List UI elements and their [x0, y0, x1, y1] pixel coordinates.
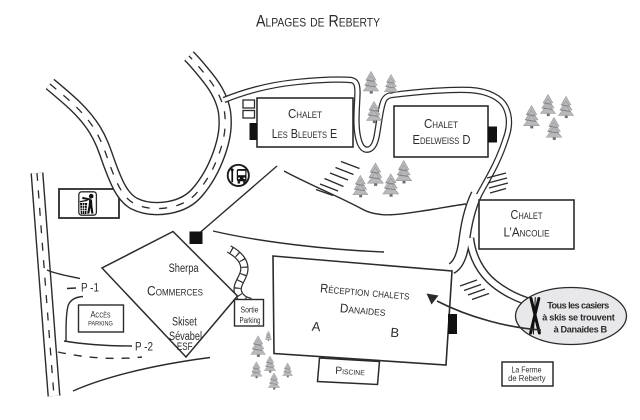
svg-text:Sortie: Sortie: [241, 306, 259, 315]
svg-text:PARKING: PARKING: [88, 321, 113, 328]
svg-text:La Ferme: La Ferme: [512, 364, 542, 374]
svg-text:à skis se trouvent: à skis se trouvent: [542, 313, 615, 323]
svg-text:Piscine: Piscine: [335, 365, 365, 379]
svg-text:Tous les casiers: Tous les casiers: [547, 300, 609, 310]
svg-text:Commerces: Commerces: [147, 284, 203, 299]
svg-text:B: B: [390, 325, 400, 341]
svg-text:Les Bleuets E: Les Bleuets E: [272, 126, 338, 141]
svg-text:ESF: ESF: [177, 341, 193, 353]
svg-text:Chalet: Chalet: [511, 207, 543, 222]
svg-text:P -2: P -2: [135, 340, 153, 354]
svg-text:Parking: Parking: [240, 316, 261, 325]
svg-text:Danaides: Danaides: [339, 301, 386, 319]
svg-text:Sévabel: Sévabel: [169, 331, 202, 343]
svg-text:L’Ancolie: L’Ancolie: [504, 224, 550, 239]
svg-text:Edelweiss D: Edelweiss D: [413, 132, 471, 147]
svg-text:Alpages de Reberty: Alpages de Reberty: [256, 13, 380, 31]
svg-text:Sherpa: Sherpa: [169, 263, 199, 275]
svg-text:Chalet: Chalet: [288, 106, 322, 121]
svg-text:Chalet: Chalet: [424, 116, 458, 131]
svg-text:Skiset: Skiset: [172, 317, 197, 329]
svg-text:Accès: Accès: [91, 310, 111, 321]
svg-text:A: A: [311, 319, 321, 335]
svg-text:de Reberty: de Reberty: [508, 373, 546, 383]
svg-text:à Danaides B: à Danaides B: [554, 325, 608, 335]
svg-text:P -1: P -1: [81, 281, 99, 295]
